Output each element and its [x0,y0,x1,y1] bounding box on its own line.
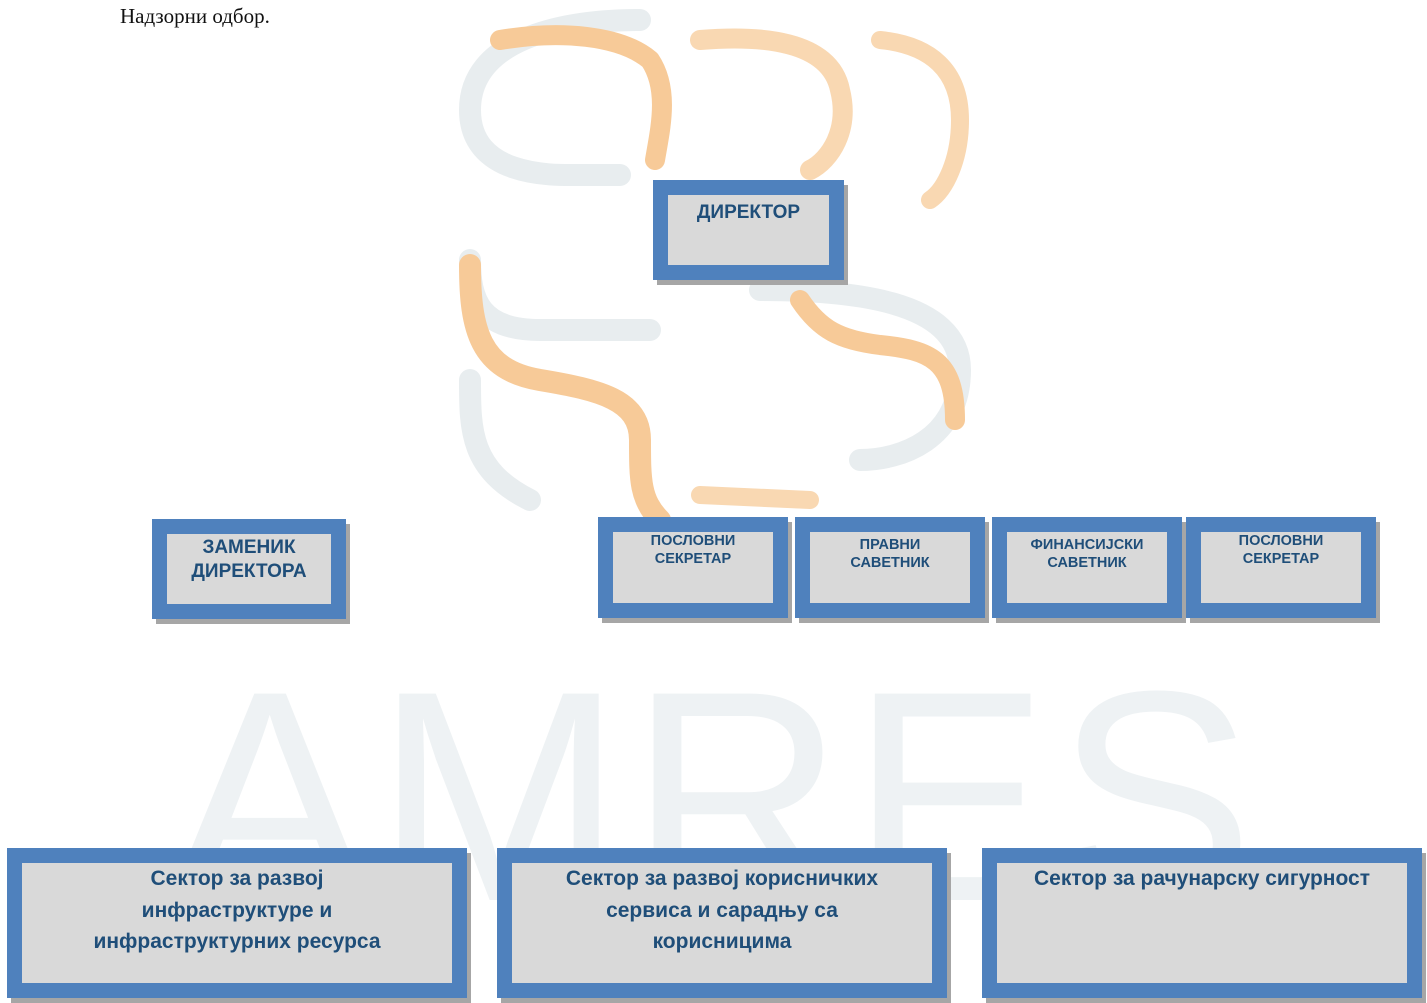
staff-label-3-line-1: ФИНАНСИЈСКИ [1030,537,1144,553]
sector-box-user-services: Сектор за развој корисничких сервиса и с… [497,848,947,998]
sector-box-infrastructure: Сектор за развој инфраструктуре и инфрас… [7,848,467,998]
deputy-director-label-line-1: ЗАМЕНИК [202,537,296,558]
deputy-director-label: ЗАМЕНИК ДИРЕКТОРА [191,536,306,584]
staff-label-1-line-1: ПОСЛОВНИ [650,533,736,549]
staff-label-3: ФИНАНСИЈСКИ САВЕТНИК [1031,536,1144,572]
staff-label-1-line-2: СЕКРЕТАР [654,551,732,568]
sector-label-infrastructure: Сектор за развој инфраструктуре и инфрас… [93,863,380,958]
staff-label-1: ПОСЛОВНИ СЕКРЕТАР [651,532,736,568]
sector-label-user-services-line-1: Сектор за развој корисничких [565,867,879,890]
director-box: ДИРЕКТОР [653,180,844,280]
staff-box-business-secretary-1: ПОСЛОВНИ СЕКРЕТАР [598,517,788,618]
sector-label-infrastructure-line-3: инфраструктурних ресурса [93,930,381,953]
staff-label-4: ПОСЛОВНИ СЕКРЕТАР [1239,532,1324,568]
sector-label-user-services-line-2: сервиса и сарадњу са [606,898,838,922]
sector-label-infrastructure-line-1: Сектор за развој [150,867,324,890]
sector-label-computer-security: Сектор за рачунарску сигурност [1034,863,1370,895]
staff-box-business-secretary-2: ПОСЛОВНИ СЕКРЕТАР [1186,517,1376,618]
staff-label-3-line-2: САВЕТНИК [1047,555,1127,572]
deputy-director-label-line-2: ДИРЕКТОРА [191,560,307,582]
staff-label-4-line-2: СЕКРЕТАР [1242,551,1320,568]
sector-label-user-services: Сектор за развој корисничких сервиса и с… [566,863,878,958]
intro-text: Надзорни одбор. [120,4,270,28]
deputy-director-box: ЗАМЕНИК ДИРЕКТОРА [152,519,346,619]
staff-label-2-line-1: ПРАВНИ [859,537,921,553]
sector-label-infrastructure-line-2: инфраструктуре и [141,898,333,922]
sector-label-computer-security-line-1: Сектор за рачунарску сигурност [1033,867,1371,890]
sector-box-computer-security: Сектор за рачунарску сигурност [982,848,1422,998]
staff-label-2-line-2: САВЕТНИК [850,555,930,572]
staff-box-financial-advisor: ФИНАНСИЈСКИ САВЕТНИК [992,517,1182,618]
staff-box-legal-advisor: ПРАВНИ САВЕТНИК [795,517,985,618]
staff-label-4-line-1: ПОСЛОВНИ [1238,533,1324,549]
sector-label-user-services-line-3: корисницима [652,930,792,953]
staff-label-2: ПРАВНИ САВЕТНИК [850,536,929,572]
director-label: ДИРЕКТОР [696,202,801,223]
